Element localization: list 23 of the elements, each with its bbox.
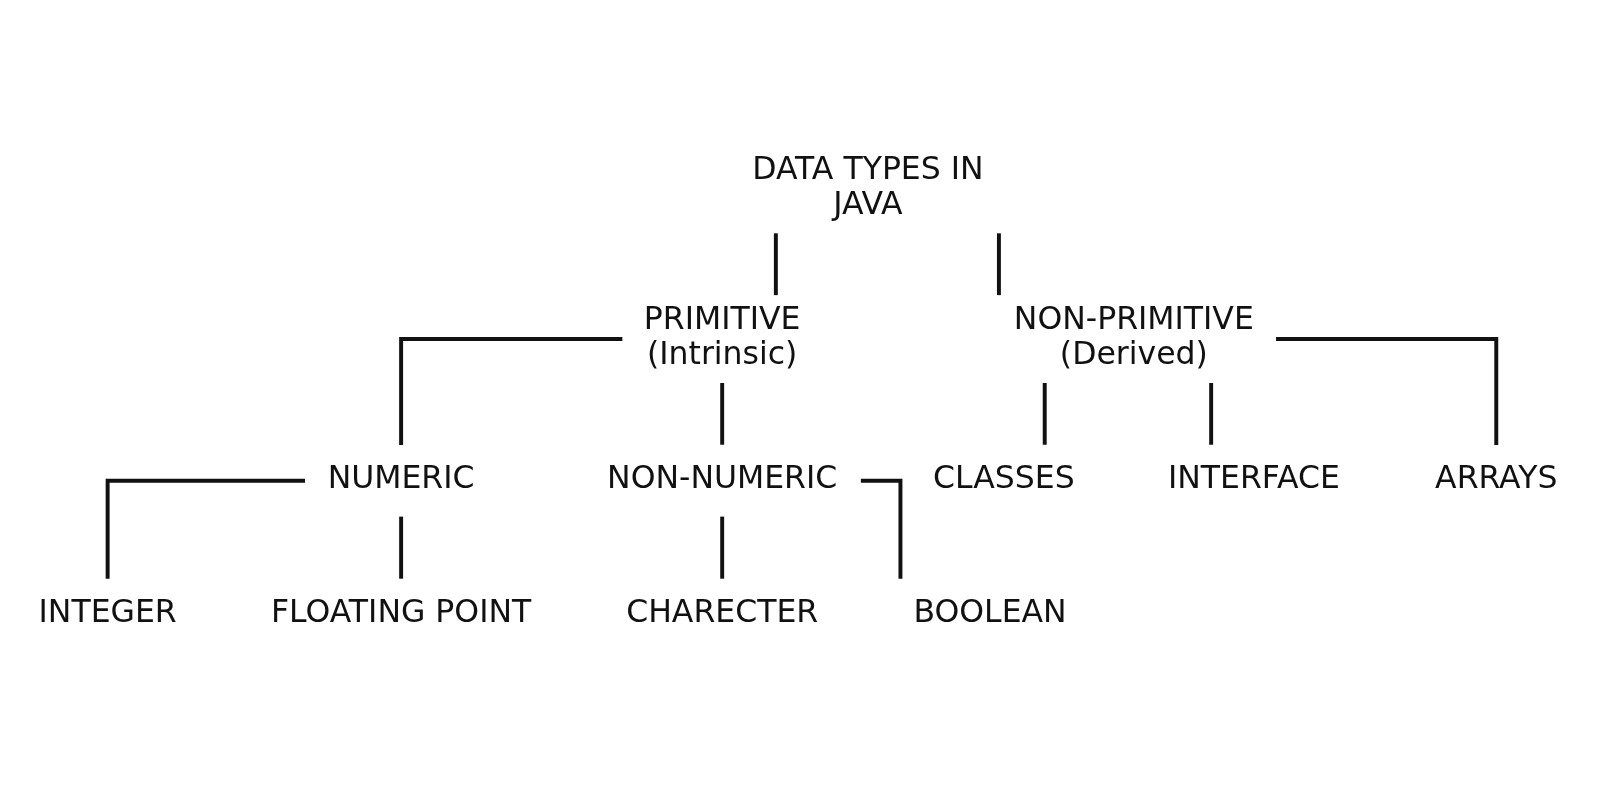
connector — [720, 516, 725, 579]
node-text: INTEGER — [38, 593, 177, 630]
connector — [1042, 383, 1047, 445]
connector — [399, 516, 404, 579]
connector — [1276, 336, 1499, 445]
connector — [773, 233, 778, 296]
node-text: CLASSES — [932, 459, 1075, 496]
connector — [720, 383, 725, 445]
connector — [105, 478, 305, 579]
node-text: NON-NUMERIC — [607, 459, 838, 496]
node-text: PRIMITIVE (Intrinsic) — [643, 299, 801, 372]
node-text: DATA TYPES IN JAVA — [752, 149, 984, 222]
node-text: NUMERIC — [327, 459, 475, 496]
node-text: CHARECTER — [626, 593, 819, 630]
node-text: INTERFACE — [1167, 459, 1341, 496]
node-text: BOOLEAN — [913, 593, 1067, 630]
connector — [996, 233, 1001, 296]
node-text: NON-PRIMITIVE (Derived) — [1013, 299, 1254, 372]
connector — [399, 336, 623, 445]
connector — [1209, 383, 1214, 445]
connector — [860, 478, 903, 579]
node-text: FLOATING POINT — [270, 593, 532, 630]
node-text: ARRAYS — [1435, 459, 1558, 496]
